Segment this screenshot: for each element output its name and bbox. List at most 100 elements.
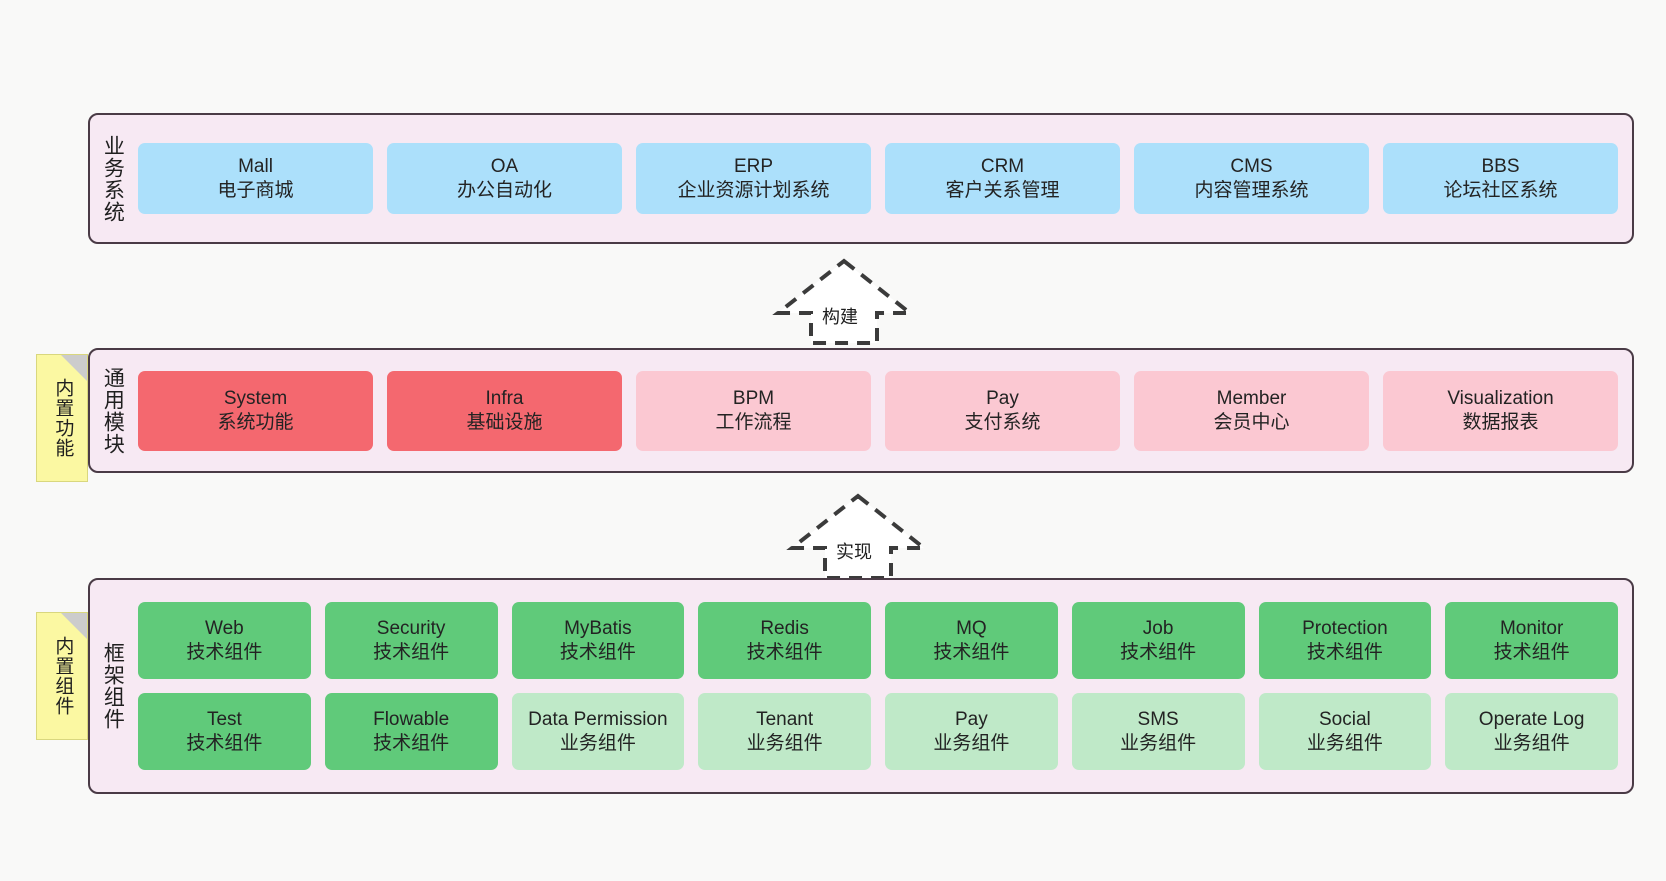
note-builtin-function: 内置功能 — [36, 354, 88, 482]
module-card-cn: 技术组件 — [186, 732, 263, 754]
module-card-en: BPM — [732, 388, 775, 410]
module-card-cn: 业务组件 — [559, 732, 636, 754]
module-card-bbs[interactable]: BBS 论坛社区系统 — [1383, 143, 1618, 214]
layer-title-business: 业务系统 — [101, 134, 125, 223]
module-card-en: Security — [376, 618, 446, 640]
module-card-en: MQ — [956, 618, 987, 640]
module-card-pay-business[interactable]: Pay 业务组件 — [885, 693, 1058, 770]
module-card-oa[interactable]: OA 办公自动化 — [387, 143, 622, 214]
module-card-cn: 会员中心 — [1213, 411, 1290, 433]
layer-row: Test 技术组件 Flowable 技术组件 Data Permission … — [138, 693, 1618, 770]
module-card-en: OA — [490, 156, 519, 178]
module-card-cn: 技术组件 — [933, 641, 1010, 663]
layer-business-systems: 业务系统 Mall 电子商城 OA 办公自动化 ERP 企业资源计划系统 CRM… — [88, 113, 1634, 244]
layer-body-frame: Web 技术组件 Security 技术组件 MyBatis 技术组件 Redi… — [134, 580, 1632, 792]
module-card-en: Redis — [760, 618, 809, 640]
module-card-cn: 技术组件 — [746, 641, 823, 663]
module-card-infra[interactable]: Infra 基础设施 — [387, 370, 622, 451]
module-card-en: Tenant — [756, 709, 814, 731]
module-card-cn: 技术组件 — [373, 732, 450, 754]
module-card-en: CMS — [1230, 156, 1273, 178]
layer-body-business: Mall 电子商城 OA 办公自动化 ERP 企业资源计划系统 CRM 客户关系… — [134, 115, 1632, 242]
module-card-cn: 企业资源计划系统 — [677, 179, 830, 201]
module-card-cn: 办公自动化 — [456, 179, 552, 201]
module-card-en: CRM — [980, 156, 1025, 178]
module-card-flowable[interactable]: Flowable 技术组件 — [324, 693, 498, 770]
module-card-job[interactable]: Job 技术组件 — [1071, 602, 1245, 679]
module-card-en: Web — [205, 618, 244, 640]
module-card-sms[interactable]: SMS 业务组件 — [1071, 693, 1245, 770]
layer-body-common: System 系统功能 Infra 基础设施 BPM 工作流程 Pay 支付系统… — [134, 350, 1632, 471]
module-card-visualization[interactable]: Visualization 数据报表 — [1383, 370, 1618, 451]
module-card-test[interactable]: Test 技术组件 — [138, 693, 311, 770]
module-card-social[interactable]: Social 业务组件 — [1258, 693, 1432, 770]
module-card-monitor[interactable]: Monitor 技术组件 — [1445, 602, 1618, 679]
module-card-en: Protection — [1302, 618, 1388, 640]
module-card-en: Operate Log — [1478, 709, 1585, 731]
layer-framework-components: 框架组件 Web 技术组件 Security 技术组件 MyBatis 技术组件… — [88, 578, 1634, 794]
module-card-cn: 技术组件 — [186, 641, 263, 663]
note-builtin-component: 内置组件 — [36, 612, 88, 740]
layer-title-common: 通用模块 — [101, 366, 125, 455]
layer-common-modules: 通用模块 System 系统功能 Infra 基础设施 BPM 工作流程 Pay… — [88, 348, 1634, 473]
module-card-en: MyBatis — [564, 618, 632, 640]
layer-title-frame: 框架组件 — [101, 642, 125, 730]
arrow-build: 构建 — [754, 255, 934, 345]
note-label: 内置组件 — [52, 636, 74, 716]
note-label: 内置功能 — [52, 378, 74, 458]
module-card-cn: 系统功能 — [217, 411, 294, 433]
module-card-en: Monitor — [1499, 618, 1564, 640]
module-card-crm[interactable]: CRM 客户关系管理 — [885, 143, 1120, 214]
module-card-en: BBS — [1481, 156, 1520, 178]
layer-row: Mall 电子商城 OA 办公自动化 ERP 企业资源计划系统 CRM 客户关系… — [138, 143, 1618, 214]
module-card-en: Social — [1319, 709, 1371, 731]
module-card-pay[interactable]: Pay 支付系统 — [885, 370, 1120, 451]
arrow-implement-label: 实现 — [836, 542, 872, 562]
module-card-en: Flowable — [373, 709, 450, 731]
module-card-cn: 技术组件 — [373, 641, 450, 663]
module-card-en: ERP — [733, 156, 774, 178]
module-card-system[interactable]: System 系统功能 — [138, 370, 373, 451]
layer-row: Web 技术组件 Security 技术组件 MyBatis 技术组件 Redi… — [138, 602, 1618, 679]
module-card-cn: 客户关系管理 — [945, 179, 1060, 201]
module-card-en: System — [223, 388, 288, 410]
module-card-data-permission[interactable]: Data Permission 业务组件 — [511, 693, 685, 770]
module-card-en: Infra — [485, 388, 524, 410]
module-card-cn: 技术组件 — [1306, 641, 1383, 663]
module-card-member[interactable]: Member 会员中心 — [1134, 370, 1369, 451]
module-card-mybatis[interactable]: MyBatis 技术组件 — [511, 602, 685, 679]
module-card-en: Visualization — [1447, 388, 1554, 410]
module-card-en: Pay — [986, 388, 1019, 410]
module-card-en: Data Permission — [528, 709, 668, 731]
module-card-cn: 数据报表 — [1462, 411, 1539, 433]
arrow-implement: 实现 — [768, 490, 948, 580]
module-card-en: Member — [1216, 388, 1287, 410]
module-card-erp[interactable]: ERP 企业资源计划系统 — [636, 143, 871, 214]
module-card-mq[interactable]: MQ 技术组件 — [885, 602, 1058, 679]
module-card-cn: 基础设施 — [466, 411, 543, 433]
module-card-cn: 论坛社区系统 — [1443, 179, 1558, 201]
module-card-cn: 业务组件 — [746, 732, 823, 754]
module-card-redis[interactable]: Redis 技术组件 — [698, 602, 871, 679]
module-card-cn: 工作流程 — [715, 411, 792, 433]
module-card-cn: 业务组件 — [1306, 732, 1383, 754]
module-card-mall[interactable]: Mall 电子商城 — [138, 143, 373, 214]
module-card-cn: 技术组件 — [1493, 641, 1570, 663]
layer-row: System 系统功能 Infra 基础设施 BPM 工作流程 Pay 支付系统… — [138, 370, 1618, 451]
module-card-bpm[interactable]: BPM 工作流程 — [636, 370, 871, 451]
module-card-cn: 内容管理系统 — [1194, 179, 1309, 201]
module-card-en: Test — [206, 709, 242, 731]
module-card-en: SMS — [1137, 709, 1179, 731]
module-card-cms[interactable]: CMS 内容管理系统 — [1134, 143, 1369, 214]
module-card-tenant[interactable]: Tenant 业务组件 — [698, 693, 871, 770]
module-card-en: Job — [1142, 618, 1174, 640]
module-card-cn: 技术组件 — [1120, 641, 1197, 663]
module-card-en: Pay — [955, 709, 988, 731]
module-card-operate-log[interactable]: Operate Log 业务组件 — [1445, 693, 1618, 770]
module-card-cn: 电子商城 — [217, 179, 294, 201]
module-card-protection[interactable]: Protection 技术组件 — [1258, 602, 1432, 679]
module-card-web[interactable]: Web 技术组件 — [138, 602, 311, 679]
module-card-cn: 技术组件 — [559, 641, 636, 663]
module-card-en: Mall — [238, 156, 273, 178]
module-card-security[interactable]: Security 技术组件 — [324, 602, 498, 679]
